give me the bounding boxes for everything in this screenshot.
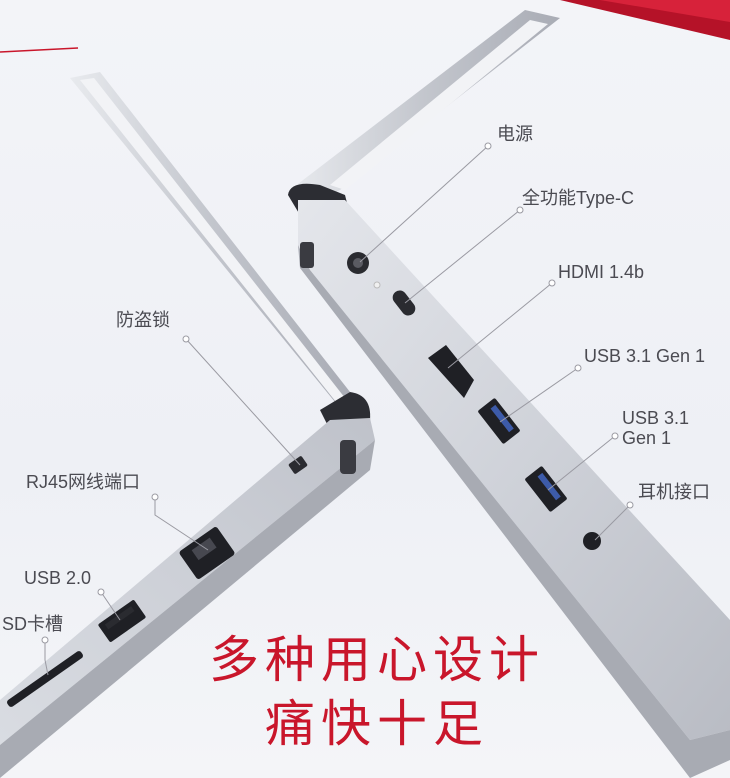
leader-line-power (359, 145, 489, 263)
label-usb31-b-line2: Gen 1 (622, 428, 672, 448)
label-lock: 防盗锁 (116, 310, 170, 330)
rj45-port-inner (191, 537, 217, 561)
left-lid-highlight (80, 78, 345, 402)
headline-line2: 痛快十足 (265, 695, 489, 753)
right-laptop-body (298, 200, 730, 740)
usb31-port-b-tongue (537, 472, 561, 501)
leader-line-usb31-a (499, 367, 579, 423)
lock-slot-icon (288, 456, 308, 474)
label-typec: 全功能Type-C (522, 188, 635, 208)
typec-port-icon (392, 290, 416, 316)
hdmi-port-icon (428, 345, 474, 398)
usb31-port-a-tongue (490, 404, 514, 433)
leader-line-audio (594, 504, 631, 541)
power-port-core (353, 258, 363, 268)
leader-line-typec (404, 209, 521, 304)
label-audio: 耳机接口 (638, 482, 710, 502)
label-usb31-a: USB 3.1 Gen 1 (584, 346, 706, 366)
leader-line-sd (44, 640, 49, 676)
label-sd: SD卡槽 (2, 614, 64, 634)
leader-line-hdmi (447, 282, 553, 369)
leader-line-rj45 (154, 497, 209, 551)
corner-accent-inner (600, 0, 730, 22)
leader-line-usb20 (100, 591, 121, 621)
leader-dots (41, 142, 634, 644)
power-led-icon (373, 281, 381, 289)
leader-lines (44, 145, 631, 676)
usb31-port-b-icon (525, 466, 567, 512)
leader-line-usb31-b (547, 435, 616, 491)
left-body-edge (0, 440, 375, 778)
audio-jack-icon (583, 532, 601, 550)
usb31-port-a-icon (478, 398, 520, 444)
accent-stroke-left (0, 47, 79, 53)
left-laptop-body (0, 418, 375, 745)
leader-line-lock (185, 338, 301, 466)
sd-slot-icon (7, 651, 83, 707)
label-rj45: RJ45网线端口 (26, 472, 141, 492)
label-usb20: USB 2.0 (24, 568, 92, 588)
headline-line1: 多种用心设计 (209, 631, 545, 689)
usb20-port-tongue (104, 606, 135, 630)
right-laptop-foot (300, 242, 314, 268)
right-lid-highlight (330, 20, 548, 190)
label-power: 电源 (497, 124, 533, 144)
label-hdmi: HDMI 1.4b (558, 262, 645, 282)
left-laptop-foot (340, 440, 356, 474)
label-usb31-b-line1: USB 3.1 (622, 408, 690, 428)
